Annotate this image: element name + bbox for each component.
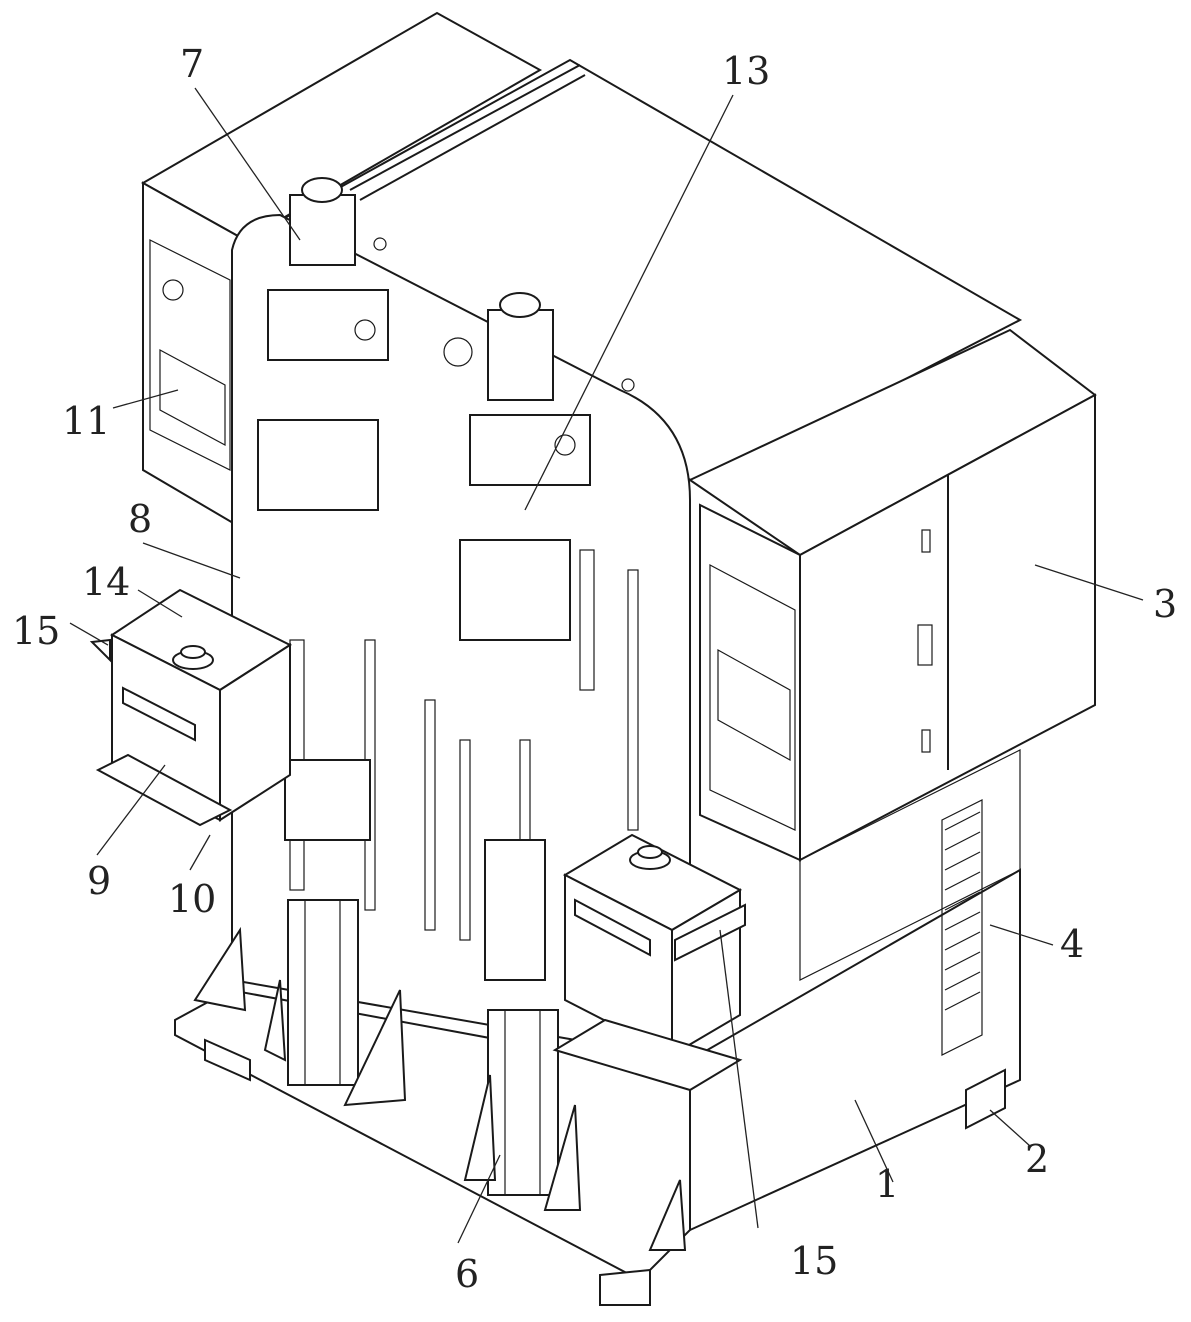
base-gussets	[193, 926, 687, 1251]
callout-label-7: 7	[180, 42, 205, 86]
callout-label-9: 9	[87, 859, 112, 903]
left-rear-cabinet	[140, 11, 543, 532]
callout-label-13: 13	[722, 49, 771, 93]
callout-label-8: 8	[128, 497, 153, 541]
callout-label-3: 3	[1153, 582, 1178, 626]
callout-label-1: 1	[875, 1162, 900, 1206]
callout-label-15-right: 15	[790, 1239, 839, 1283]
right-electrical-cabinet	[687, 328, 1097, 862]
left-servo-motor	[257, 177, 389, 511]
right-cylinder	[484, 839, 559, 1196]
left-tank	[89, 588, 293, 827]
right-servo-motor	[459, 292, 591, 641]
callout-label-10: 10	[168, 877, 217, 921]
callout-label-4: 4	[1060, 922, 1085, 966]
callout-leaders	[69, 87, 1144, 1244]
callout-label-6: 6	[455, 1252, 480, 1296]
right-tank	[552, 833, 746, 1092]
callout-label-14: 14	[82, 560, 131, 604]
callout-label-15-left: 15	[12, 609, 61, 653]
left-cylinder	[284, 759, 371, 1086]
callout-label-11: 11	[62, 399, 111, 443]
lower-base-cabinet	[689, 749, 1021, 1232]
callout-label-2: 2	[1025, 1137, 1050, 1181]
